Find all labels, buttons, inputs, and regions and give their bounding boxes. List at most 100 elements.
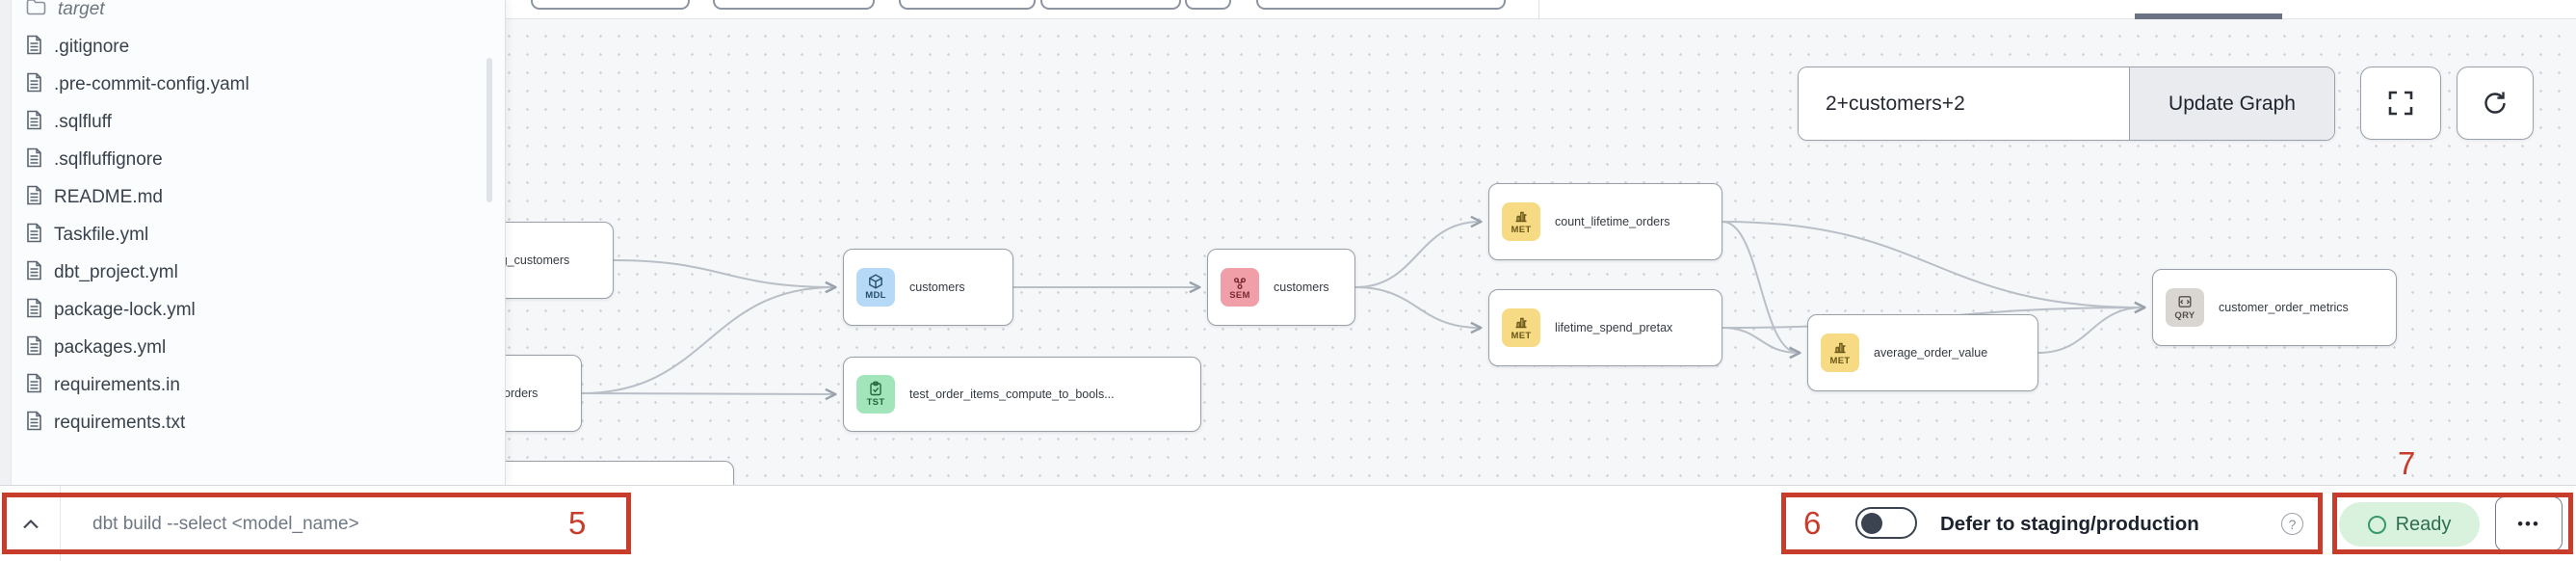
graph-node-test_order_items[interactable]: TST test_order_items_compute_to_bools...: [843, 357, 1201, 432]
file-icon: [26, 110, 42, 135]
file-name: README.md: [54, 186, 163, 207]
file-row-requirements-txt[interactable]: requirements.txt: [0, 404, 505, 441]
file-name: target: [58, 0, 105, 19]
file-row-packages-yml[interactable]: packages.yml: [0, 329, 505, 366]
file-list: target .gitignore .pre-commit-config.yaml.…: [0, 0, 505, 441]
file-row-target[interactable]: target: [0, 0, 505, 28]
file-name: .sqlfluff: [54, 111, 112, 132]
sidebar-scrollbar[interactable]: [486, 58, 492, 202]
file-icon: [26, 298, 42, 323]
file-icon: [26, 373, 42, 398]
edge-count_lifetime_orders-to-average_order_value: [1722, 221, 1799, 353]
edge-customers_semantic-to-count_lifetime_orders: [1354, 222, 1480, 288]
file-icon: [26, 223, 42, 248]
file-icon: [26, 335, 42, 361]
status-badge: Ready: [2339, 502, 2480, 547]
defer-label: Defer to staging/production: [1940, 512, 2199, 535]
fullscreen-button[interactable]: [2360, 67, 2441, 140]
graph-panel-header: [0, 0, 2576, 19]
toolbar-pill-button[interactable]: [531, 0, 690, 10]
chart-badge-icon: MET: [1821, 334, 1859, 372]
file-row--gitignore[interactable]: .gitignore: [0, 28, 505, 66]
command-bar-divider: [60, 486, 61, 561]
node-label: test_order_items_compute_to_bools...: [909, 387, 1115, 401]
edge-customers_semantic-to-lifetime_spend_pretax: [1354, 286, 1480, 328]
file-row-taskfile-yml[interactable]: Taskfile.yml: [0, 216, 505, 254]
update-graph-button[interactable]: Update Graph: [2129, 67, 2334, 140]
node-label: count_lifetime_orders: [1555, 215, 1670, 228]
file-name: .gitignore: [54, 36, 130, 57]
node-label: orders: [504, 387, 539, 400]
file-row-package-lock-yml[interactable]: package-lock.yml: [0, 291, 505, 329]
toolbar-pill-button[interactable]: [1040, 0, 1181, 10]
header-divider: [1538, 0, 1539, 19]
refresh-button[interactable]: [2457, 67, 2534, 140]
file-row-requirements-in[interactable]: requirements.in: [0, 366, 505, 404]
node-label: customers: [909, 280, 965, 294]
file-row-readme-md[interactable]: README.md: [0, 178, 505, 216]
toolbar-pill-button[interactable]: [899, 0, 1036, 10]
defer-toggle[interactable]: [1855, 507, 1917, 539]
graph-node-count_lifetime_orders[interactable]: MET count_lifetime_orders: [1488, 183, 1722, 260]
file-name: Taskfile.yml: [54, 224, 149, 245]
dbt-command-input[interactable]: [92, 486, 593, 561]
edge-count_lifetime_orders-to-customer_order_metrics: [1722, 221, 2143, 307]
file-icon: [26, 260, 42, 285]
status-circle-icon: [2367, 515, 2386, 534]
file-name: requirements.txt: [54, 412, 186, 433]
file-icon: [26, 35, 42, 60]
more-icon: •••: [2517, 514, 2540, 533]
edge-average_order_value-to-customer_order_metrics: [2037, 307, 2143, 354]
toggle-knob: [1861, 512, 1882, 534]
graph-edges: [581, 0, 2576, 485]
node-label: customers: [1274, 280, 1329, 294]
toolbar-pill-button[interactable]: [1185, 0, 1231, 10]
edge-stg_customers-to-customers_model: [613, 259, 834, 287]
flow-badge-icon: SEM: [1221, 268, 1259, 307]
graph-node-lifetime_spend_pretax[interactable]: MET lifetime_spend_pretax: [1488, 289, 1722, 366]
file-row--sqlfluff[interactable]: .sqlfluff: [0, 103, 505, 141]
fullscreen-icon: [2388, 91, 2413, 116]
toolbar-pill-button[interactable]: [713, 0, 875, 10]
refresh-icon: [2484, 92, 2506, 114]
lineage-selector-group: Update Graph: [1798, 67, 2335, 141]
graph-node-average_order_value[interactable]: MET average_order_value: [1807, 314, 2038, 391]
more-options-button[interactable]: •••: [2495, 496, 2563, 551]
node-label: average_order_value: [1874, 346, 1988, 360]
active-tab-underline: [2135, 13, 2282, 19]
node-label: stg_customers: [491, 254, 570, 267]
file-tree-sidebar: target .gitignore .pre-commit-config.yaml.…: [0, 0, 506, 485]
file-name: packages.yml: [54, 336, 167, 358]
file-icon: [26, 72, 42, 97]
lineage-selector-input[interactable]: [1799, 67, 2129, 140]
clipboard-badge-icon: TST: [856, 375, 895, 414]
graph-node-customers_semantic[interactable]: SEM customers: [1207, 249, 1355, 326]
terminal-badge-icon: QRY: [2166, 288, 2204, 327]
command-bar: Defer to staging/production ? Ready •••: [0, 485, 2576, 561]
expand-command-history-button[interactable]: [12, 486, 50, 561]
node-label: customer_order_metrics: [2219, 301, 2349, 314]
file-name: dbt_project.yml: [54, 261, 178, 282]
graph-node-customers_model[interactable]: MDL customers: [843, 249, 1013, 326]
file-row-dbt-project-yml[interactable]: dbt_project.yml: [0, 254, 505, 291]
file-icon: [26, 411, 42, 436]
edge-orders-to-test_order_items: [581, 393, 834, 394]
file-name: .pre-commit-config.yaml: [54, 73, 250, 94]
file-name: .sqlfluffignore: [54, 148, 163, 170]
chart-badge-icon: MET: [1502, 308, 1540, 347]
file-name: package-lock.yml: [54, 299, 196, 320]
node-label: lifetime_spend_pretax: [1555, 321, 1673, 334]
toolbar-pill-button[interactable]: [1256, 0, 1506, 10]
folder-icon: [26, 0, 46, 20]
chart-badge-icon: MET: [1502, 202, 1540, 241]
help-icon[interactable]: ?: [2281, 513, 2303, 535]
sidebar-gutter: [0, 0, 12, 485]
cube-badge-icon: MDL: [856, 268, 895, 307]
graph-node-customer_order_metrics[interactable]: QRY customer_order_metrics: [2152, 269, 2397, 346]
file-icon: [26, 147, 42, 173]
file-row--pre-commit-config-yaml[interactable]: .pre-commit-config.yaml: [0, 66, 505, 103]
edge-orders-to-customers_model: [581, 287, 834, 394]
status-text: Ready: [2395, 513, 2452, 535]
file-row--sqlfluffignore[interactable]: .sqlfluffignore: [0, 141, 505, 178]
